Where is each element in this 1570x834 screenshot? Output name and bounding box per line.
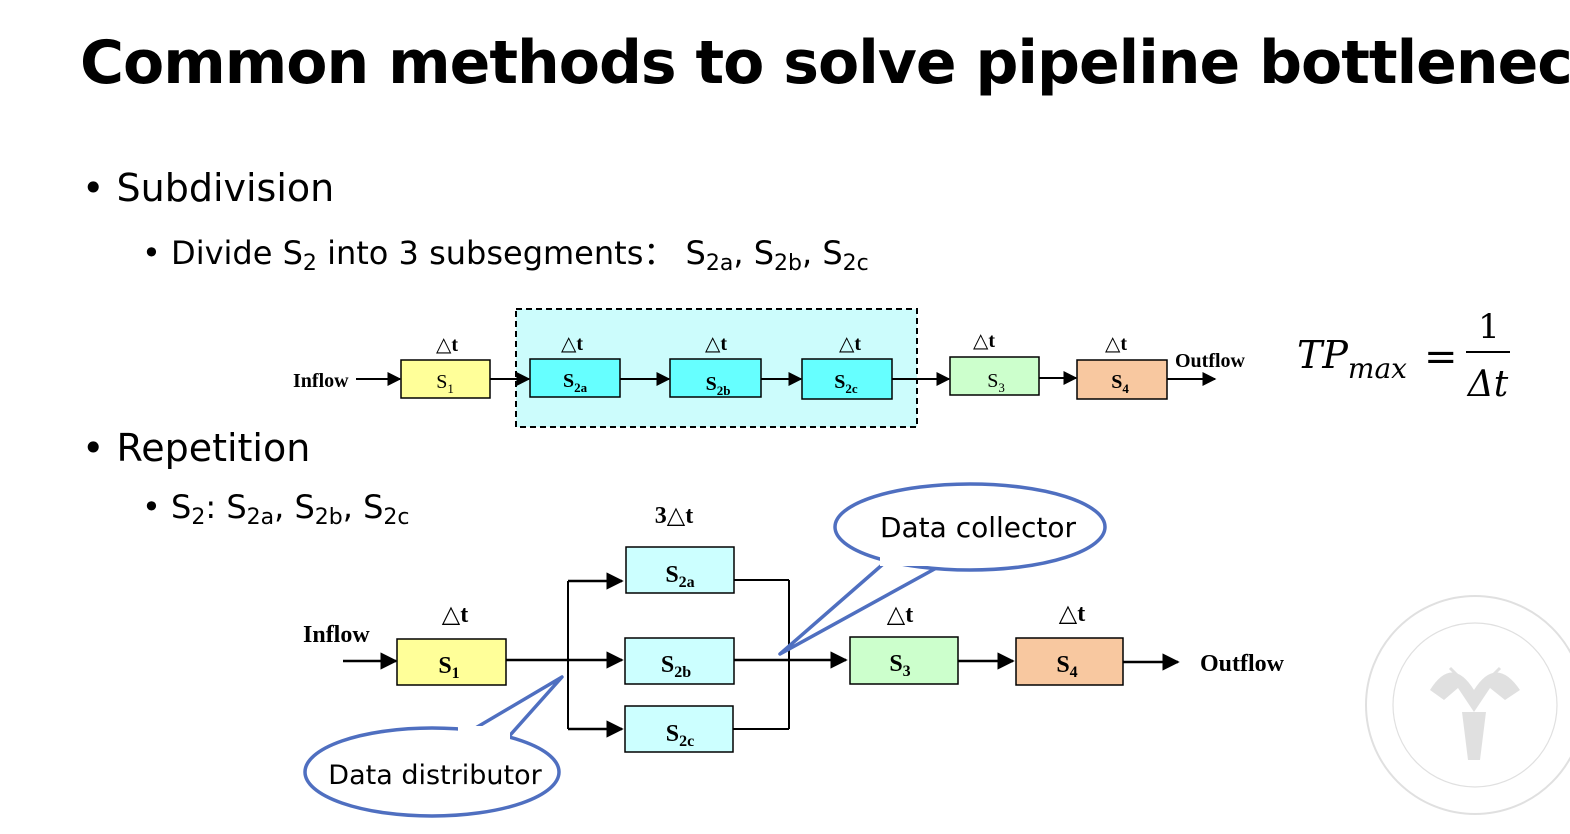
delta-t-label: △t xyxy=(839,333,861,355)
inflow-label: Inflow xyxy=(303,622,370,648)
delta-t-label: △t xyxy=(561,333,583,355)
formula-numerator: 1 xyxy=(1478,307,1500,347)
stage-s3-label: S3 xyxy=(889,651,910,680)
formula-equals: = xyxy=(1424,334,1458,380)
stage-s1-box xyxy=(396,638,507,686)
formula-lhs: TPmax xyxy=(1297,333,1407,385)
data-collector-text: Data collector xyxy=(880,511,1077,544)
delta-t-label: △t xyxy=(887,602,913,628)
repetition-diagram: Inflow S1 △t S2a 3△t S2b S2c S3 △t xyxy=(303,482,1285,818)
inflow-label: Inflow xyxy=(293,370,349,392)
bullet-repetition: • Repetition xyxy=(82,426,311,470)
stage-s4-label: S4 xyxy=(1056,652,1077,681)
outflow-label: Outflow xyxy=(1175,350,1246,372)
data-collector-callout: Data collector xyxy=(778,482,1107,656)
delta-t-label: △t xyxy=(436,334,458,356)
stage-s4-box xyxy=(1076,359,1168,400)
stage-s1-box xyxy=(400,359,491,399)
stage-s2a-label: S2a xyxy=(665,562,694,591)
delta-t-label: △t xyxy=(973,330,995,352)
stage-s2b-box xyxy=(669,358,762,398)
data-distributor-text: Data distributor xyxy=(328,760,542,791)
stage-s3-label: S3 xyxy=(987,370,1005,395)
bullet-subdivision-detail: • Divide S2 into 3 subsegments： S2a, S2b… xyxy=(142,234,869,276)
formula-denominator: Δt xyxy=(1466,364,1509,405)
delta-t-label: △t xyxy=(1105,333,1127,355)
callout-bubble xyxy=(833,482,1107,572)
stage-s2a-box xyxy=(625,546,735,594)
delta-3t-label: 3△t xyxy=(655,503,693,529)
stage-s2b-box xyxy=(624,637,735,685)
stage-s3-box xyxy=(949,356,1040,396)
delta-t-label: △t xyxy=(705,333,727,355)
repetition-heading: Repetition xyxy=(116,426,311,470)
data-distributor-callout: Data distributor xyxy=(303,675,564,818)
zhejiang-university-seal-icon xyxy=(1365,595,1570,815)
stage-s2c-label: S2c xyxy=(834,371,858,396)
stage-s2c-box xyxy=(624,705,734,753)
page-title: Common methods to solve pipeline bottlen… xyxy=(80,28,1570,98)
subdivision-diagram: Inflow S1 △t S2a △t S2b △t S2c △t S3 △t … xyxy=(293,307,1510,428)
stage-s2b-label: S2b xyxy=(661,652,691,681)
stage-s2c-box xyxy=(801,358,893,400)
stage-s1-label: S1 xyxy=(436,371,454,396)
delta-t-label: △t xyxy=(442,602,468,628)
stage-s1-label: S1 xyxy=(438,653,459,682)
callout-bubble xyxy=(303,726,561,818)
subdivision-heading: Subdivision xyxy=(116,166,335,210)
stage-s2c-label: S2c xyxy=(666,721,694,750)
bullet-repetition-detail: • S2: S2a, S2b, S2c xyxy=(142,488,410,530)
throughput-formula: TPmax = 1 Δt xyxy=(1297,307,1510,405)
stage-s4-label: S4 xyxy=(1111,371,1129,396)
stage-s2a-label: S2a xyxy=(563,370,588,395)
delta-t-label: △t xyxy=(1059,601,1085,627)
stage-s2a-box xyxy=(529,358,621,398)
outflow-label: Outflow xyxy=(1200,651,1285,677)
stage-s2b-label: S2b xyxy=(706,373,731,398)
bullet-subdivision: • Subdivision xyxy=(82,166,335,210)
